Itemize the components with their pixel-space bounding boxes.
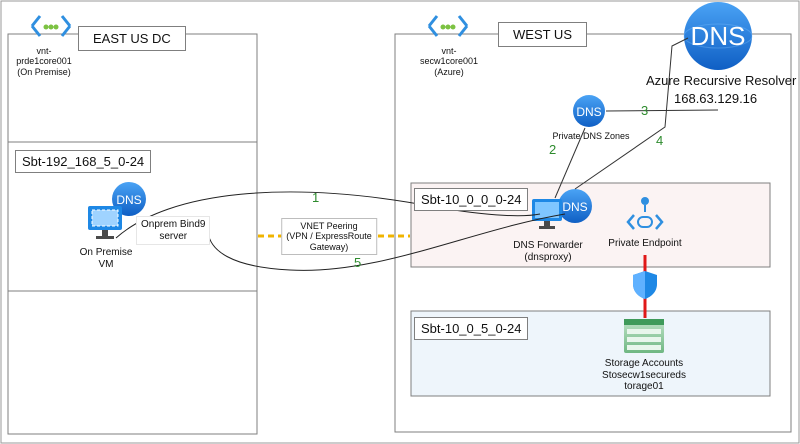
dns-icon: DNS	[558, 189, 592, 223]
private-endpoint-label: Private Endpoint	[608, 238, 682, 249]
svg-text:DNS: DNS	[691, 21, 746, 51]
step-5-curve	[207, 213, 566, 271]
step-5-label: 5	[354, 255, 362, 270]
shield-icon	[633, 271, 657, 299]
west-subnet-dns-label: Sbt-10_0_0_0-24	[414, 188, 529, 211]
step-4-label: 4	[656, 133, 664, 148]
step-1-curve	[115, 191, 541, 239]
west-subnet-storage-label: Sbt-10_0_5_0-24	[414, 317, 529, 340]
vnet-peering-label: VNET Peering (VPN / ExpressRoute Gateway…	[281, 218, 377, 256]
east-vnet-name: vnt- prde1core001 (On Premise)	[16, 46, 72, 77]
vm-icon	[88, 206, 122, 239]
dns-icon: DNS	[573, 95, 605, 127]
storage-label: Storage Accounts Stosecw1secureds torage…	[602, 358, 686, 392]
step-3-label: 3	[641, 103, 649, 118]
east-subnet-label: Sbt-192_168_5_0-24	[15, 150, 152, 173]
azure-resolver-title: Azure Recursive Resolver	[646, 73, 797, 88]
svg-text:DNS: DNS	[562, 200, 587, 214]
vnet-icon	[30, 15, 72, 37]
onprem-bind-label: Onprem Bind9 server	[136, 216, 211, 245]
private-endpoint-icon	[626, 197, 664, 230]
east-region-title: EAST US DC	[78, 26, 186, 51]
step-2-line	[554, 127, 586, 199]
azure-resolver-ip: 168.63.129.16	[674, 91, 758, 106]
svg-text:DNS: DNS	[116, 193, 141, 207]
step-2-label: 2	[549, 142, 557, 157]
dns-forwarder-label: DNS Forwarder (dnsproxy)	[513, 240, 583, 263]
dns-icon: DNS	[683, 2, 753, 70]
onprem-vm-label: On Premise VM	[79, 247, 133, 270]
west-region-title: WEST US	[498, 22, 587, 47]
west-region-box	[394, 33, 792, 433]
svg-text:DNS: DNS	[576, 105, 601, 119]
step-4-line	[574, 37, 689, 190]
step-1-label: 1	[312, 190, 320, 205]
step-3-line	[605, 109, 719, 112]
storage-icon	[624, 319, 664, 353]
vnet-icon	[427, 15, 469, 37]
west-vnet-name: vnt- secw1core001 (Azure)	[419, 46, 479, 77]
private-dns-zones-label: Private DNS Zones	[552, 131, 630, 141]
